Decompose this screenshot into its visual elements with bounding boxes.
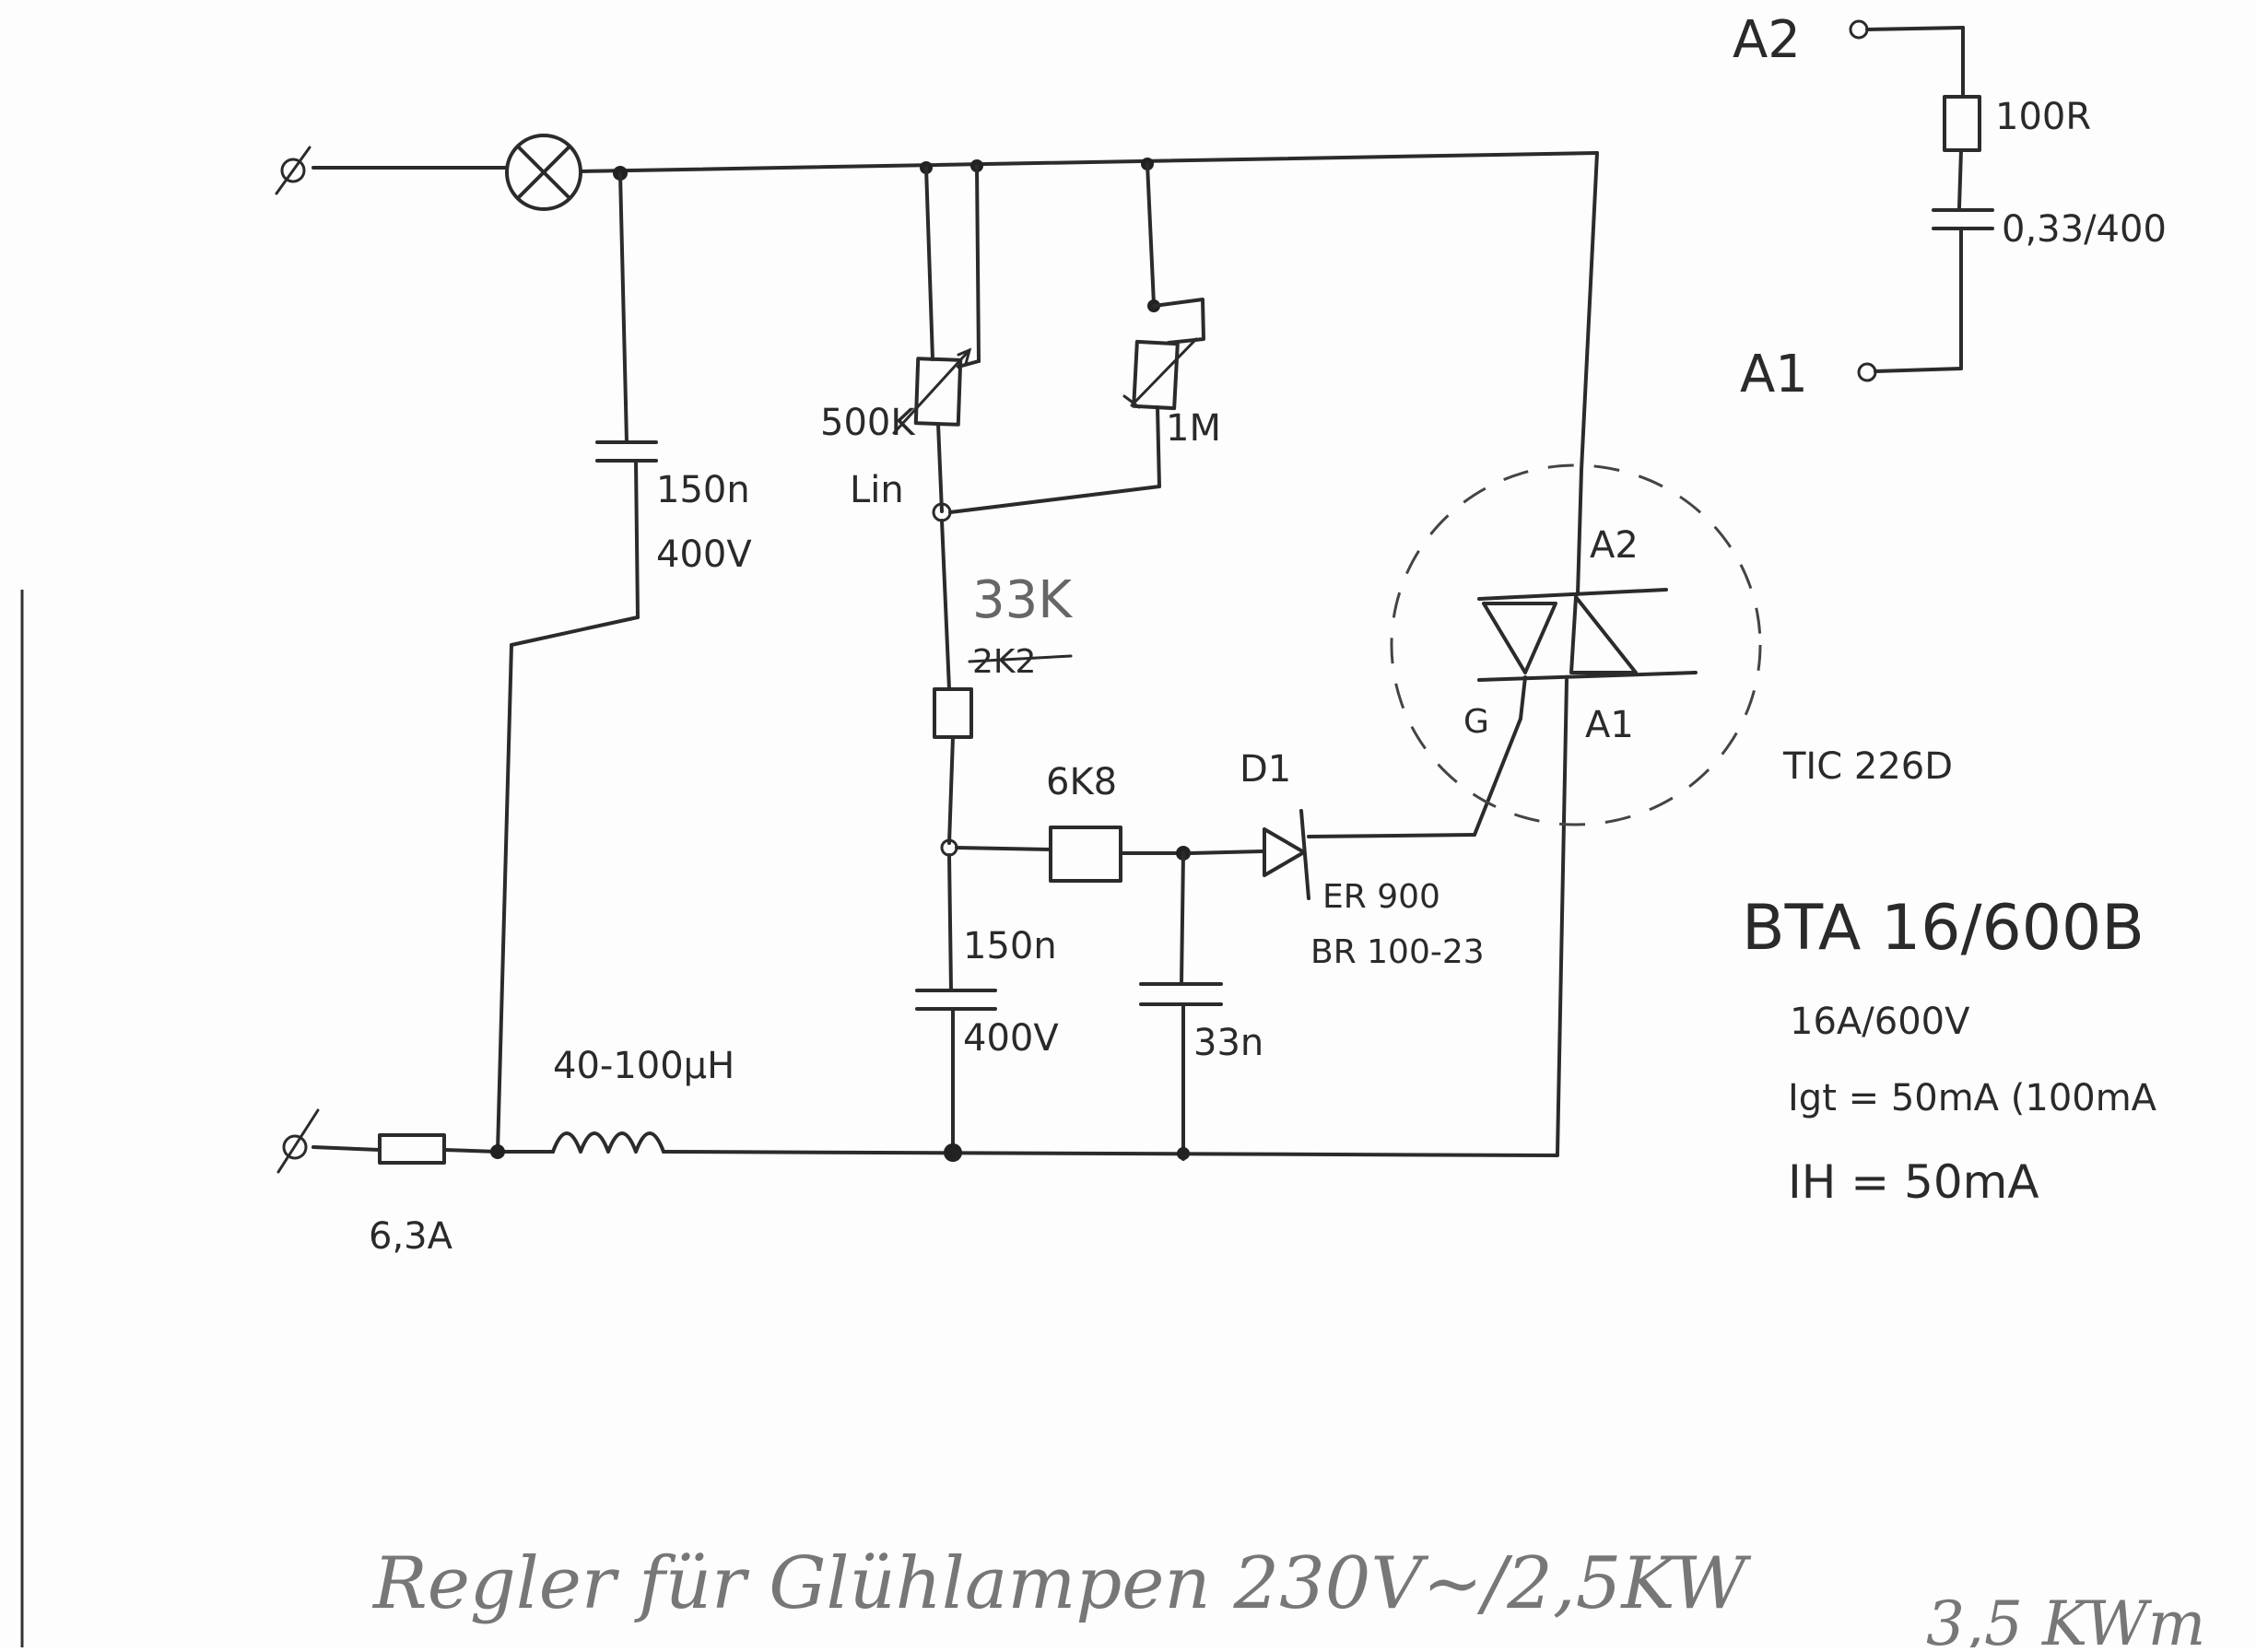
snubber-a1-label: A1 [1740, 345, 1808, 404]
capacitor-33n-value: 33n [1193, 1022, 1263, 1064]
schematic-title-line1: Regler für Glühlampen 230V~/2,5KW [371, 1542, 1752, 1625]
trimmer-1m [1122, 162, 1205, 488]
strikethrough [968, 654, 1073, 663]
junction [944, 1143, 962, 1162]
potentiometer-500k-value: 500K [820, 402, 916, 444]
schematic-title-line2: 3,5 KWm [1926, 1588, 2205, 1647]
resistor-33k-value: 33K [972, 570, 1073, 630]
top-rail [311, 151, 1599, 472]
snubber-a2-label: A2 [1733, 10, 1801, 70]
junction [490, 1144, 505, 1159]
diode-d1-name: D1 [1240, 748, 1291, 791]
capacitor-150n-value: 150n [656, 469, 750, 511]
bta-part-label: BTA 16/600B [1742, 892, 2144, 965]
triac-part-label: TIC 226D [1782, 745, 1953, 788]
resistor-6k8 [955, 826, 1181, 883]
bta-igt: Igt = 50mA (100mA [1788, 1077, 2157, 1119]
bta-rating: 16A/600V [1790, 1001, 1970, 1043]
inductor-value: 40-100µH [553, 1045, 734, 1087]
trimmer-1m-value: 1M [1166, 407, 1221, 450]
resistor-6k8-value: 6K8 [1046, 761, 1117, 803]
snubber-network [1849, 19, 1994, 382]
triac-a2-label: A2 [1590, 524, 1639, 567]
snubber-resistor-value: 100R [1995, 96, 2091, 138]
potentiometer-500k-taper: Lin [850, 469, 904, 511]
resistor-33k [933, 519, 973, 845]
lamp-symbol [505, 134, 582, 211]
triac-symbol [1477, 468, 1698, 1155]
triac-outline [1390, 463, 1762, 826]
potentiometer-500k [892, 164, 981, 513]
terminal-top [275, 146, 311, 195]
triac-a1-label: A1 [1585, 704, 1634, 746]
capacitor-150n-main [496, 171, 658, 1154]
capacitor-timing-value: 150n [963, 925, 1057, 967]
bottom-rail [311, 1131, 1559, 1165]
capacitor-timing-voltage: 400V [963, 1017, 1059, 1060]
capacitor-150n-voltage: 400V [656, 533, 752, 576]
diode-d1 [1189, 809, 1476, 900]
gate-lead [1473, 717, 1522, 837]
snubber-capacitor-value: 0,33/400 [2002, 208, 2167, 251]
capacitor-150n-timing [915, 853, 997, 1154]
capacitor-33n [1139, 851, 1223, 1161]
junction [1177, 1147, 1190, 1160]
diode-part-2: BR 100-23 [1310, 933, 1485, 971]
bta-ih: IH = 50mA [1788, 1155, 2039, 1209]
triac-g-label: G [1463, 703, 1489, 741]
terminal-bottom [276, 1108, 320, 1174]
diode-part-1: ER 900 [1322, 878, 1440, 916]
fuse-value: 6,3A [369, 1215, 453, 1258]
